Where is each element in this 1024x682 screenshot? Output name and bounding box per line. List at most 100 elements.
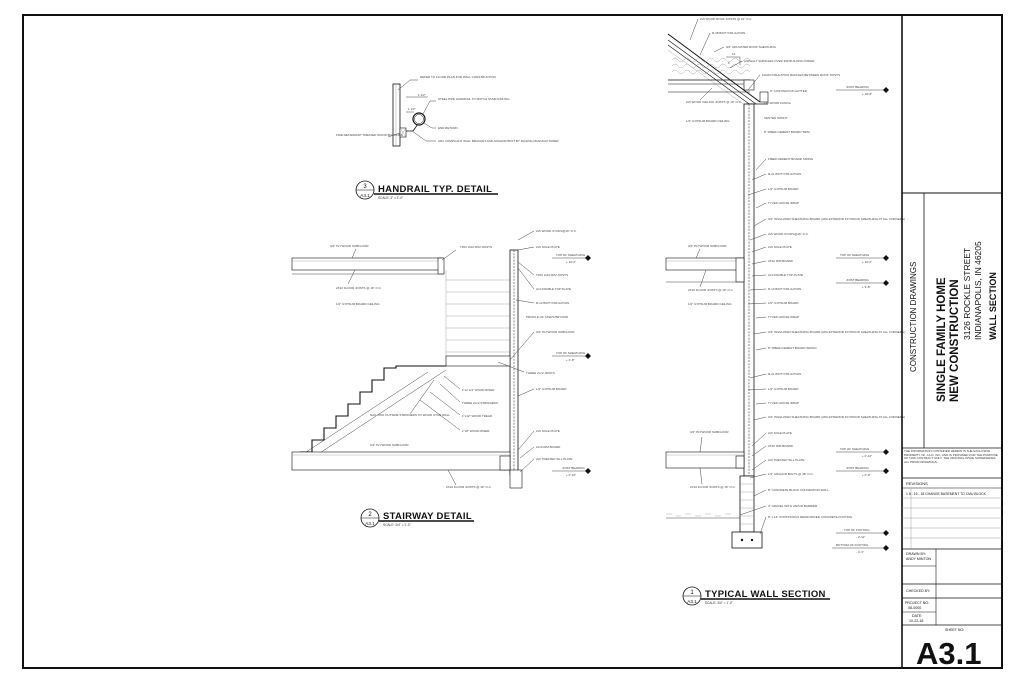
roof-note-5: FOAM INSULATION BAFFLES BETWEEN ROOF JOI…: [762, 73, 840, 77]
checked-by-label: CHECKED BY:: [906, 589, 930, 593]
ws-left-note-6: 3/4" PLYWOOD SUBFLOOR: [690, 430, 729, 434]
stairway-bubble-sheet: A3.1: [365, 521, 375, 526]
svg-text:JOIST BEARING: JOIST BEARING: [846, 466, 869, 470]
handrail-title-bubble: 3 A3.1: [355, 180, 375, 200]
ws-elev-tag-6: TOP OF FOOTING - 2'-11": [836, 528, 889, 539]
roof-note-3: 3/4" APA RATED ROOF SHEATHING: [726, 45, 777, 49]
sheet-no-label: SHEET NO:: [945, 628, 964, 632]
ws-elev-tag-3: JOIST BEARING + 9'-8": [836, 278, 889, 289]
upper-floor-assembly: [291, 257, 443, 271]
project-name-line1: SINGLE FAMILY HOME: [936, 277, 948, 402]
drawn-by-value: ANDY MINTON: [906, 557, 931, 561]
stair-right-note-10: 2x6 TREATED SILL PLATE: [536, 457, 572, 461]
project-address-2: INDIANAPOLIS, IN 46205: [973, 241, 983, 340]
stair-right-note-2: 2x6 SOLE PLATE: [536, 245, 560, 249]
wall-note-19: 2x6 SOLE PLATE: [768, 431, 792, 435]
stair-right-note-6: 3/4" PLYWOOD SUBFLOOR: [536, 330, 575, 334]
stairway-scale: SCALE: 3/4" = 1'-0": [383, 523, 411, 527]
roof-note-7: 1x6 WOOD FASCIA: [764, 101, 791, 105]
disclaimer-text: THE INFORMATION CONTAINED HEREIN IS THE …: [904, 450, 998, 464]
ws-left-note-1: 2x6 WOOD CEILING JOISTS @ 16" O.C.: [686, 100, 742, 104]
wall-note-4: TYVEK HOUSE WRAP: [768, 201, 799, 205]
roof-note-8: VENTED SOFFIT: [764, 116, 788, 120]
svg-text:+ 18'-8": + 18'-8": [862, 92, 872, 96]
title-block: CONSTRUCTION DRAWINGS SINGLE FAMILY HOME…: [901, 15, 1002, 671]
ws-elev-tag-2: TOP OF SHEATHING + 10'-0": [836, 253, 889, 264]
stair-left-note-1: 3/4" PLYWOOD SUBFLOOR: [330, 244, 369, 248]
stair-right-note-3: TWO 2x10 RIM JOISTS: [536, 273, 568, 277]
lower-floor-assembly: [291, 451, 511, 471]
svg-text:TOP OF FOOTING: TOP OF FOOTING: [844, 528, 870, 532]
svg-text:- 2'-11": - 2'-11": [856, 535, 865, 539]
date-value: 10-22-18: [909, 619, 923, 623]
pipe-handrail: [412, 112, 426, 126]
handrail-bubble-num: 3: [363, 184, 367, 190]
handrail-note-5: FIRE RETARDANT TREATED WOOD BLOCKING: [336, 133, 404, 137]
upper-floor-section: [665, 257, 745, 271]
wall-note-22: 1/2" ANCHOR BOLTS @ 48" O.C.: [768, 472, 814, 476]
svg-text:+ 4'-8": + 4'-8": [566, 358, 575, 362]
svg-text:TOP OF SHEATHING: TOP OF SHEATHING: [556, 351, 586, 355]
wall-section-bubble-num: 1: [690, 590, 694, 596]
wall-note-24: 4" GRAVEL WITH VAPOR BARRIER: [768, 504, 818, 508]
wall-note-1: FIBER-CEMENT BOARD SIDING: [768, 157, 814, 161]
profile-of-steps-beyond: [445, 270, 510, 358]
wall-note-6: 2x6 WOOD STUDS@16" O.C.: [768, 232, 809, 236]
wall-section-title-bubble: 1 A3.1: [682, 586, 702, 606]
svg-text:TOP OF SHEATHING: TOP OF SHEATHING: [556, 253, 586, 257]
svg-text:+ 10'-0": + 10'-0": [862, 260, 872, 264]
gravel-base: [666, 513, 731, 517]
handrail-detail: 1 1/2" 1 1/2" REFER TO FLOOR PLAN FOR WA…: [336, 75, 559, 200]
ws-elev-tag-4: TOP OF SHEATHING + 0'-10": [836, 447, 889, 458]
drawn-by-label: DRAWN BY:: [906, 552, 926, 556]
stairway-detail: 3/4" PLYWOOD SUBFLOOR 2X10 FLOOR JOISTS …: [291, 229, 591, 528]
wall-note-5: 3/4" INSULATED SHEATHING BOARD (APA EXTE…: [768, 217, 905, 221]
sheet-border: [22, 14, 1003, 669]
svg-text:- 4'-3": - 4'-3": [856, 550, 864, 554]
wall-section-detail: 12 6 2x6 WOOD ROOF JOISTS @ 16": [665, 17, 905, 606]
wall-note-2: R-21 BATT INSULATION: [768, 172, 801, 176]
roof-note-4: ASPHALT SHINGLES OVER 30# BUILDING PAPER: [744, 59, 815, 63]
stairway-title-bubble: 2 A3.1: [360, 508, 380, 528]
wall-note-23: 8" CONCRETE BLOCK FOUNDATION WALL: [768, 488, 829, 492]
ws-left-note-5: 1/2" GYPSUM BOARD CEILING: [688, 302, 732, 306]
project-name-line2: NEW CONSTRUCTION: [949, 279, 961, 402]
stair-center-note-5: THREE 2x12 STRINGERS: [462, 401, 498, 405]
wall-note-12: TYVEK HOUSE WRAP: [768, 315, 799, 319]
wall-note-7: 2x6 SOLE PLATE: [768, 245, 792, 249]
wall-note-3: 1/2" GYPSUM BOARD: [768, 187, 799, 191]
drawing-type-label: CONSTRUCTION DRAWINGS: [909, 262, 918, 372]
svg-text:BOTTOM OF FOOTING: BOTTOM OF FOOTING: [836, 543, 869, 547]
handrail-wall: [392, 83, 401, 147]
svg-text:+ 0'-10": + 0'-10": [862, 454, 872, 458]
date-label: DATE:: [912, 614, 922, 618]
stair-center-note-2: PROFILE OF STEPS BEYOND: [526, 315, 569, 319]
ws-left-note-7: 2X10 FLOOR JOISTS @ 16" O.C.: [690, 485, 736, 489]
handrail-note-1: REFER TO FLOOR PLAN FOR WALL CONSTRUCTIO…: [420, 75, 496, 79]
roof-note-1: 2x6 WOOD ROOF JOISTS @ 16" O.C.: [700, 17, 752, 21]
svg-text:+ 0'-0": + 0'-0": [862, 473, 871, 477]
stair-elev-tag-1: TOP OF SHEATHING + 10'-0": [552, 253, 591, 264]
roof-assembly: 12 6: [667, 33, 769, 107]
wall-note-10: R-13 BATT INSULATION: [768, 287, 801, 291]
stair-left-note-4: NAIL TWO OUTSIDE STRINGERS TO WOOD STUD …: [370, 413, 450, 417]
wall-note-18: 3/4" INSULATED SHEATHING BOARD (APA EXTE…: [768, 415, 905, 419]
sheet-title-label: WALL SECTION: [988, 272, 998, 340]
handrail-note-3: END RETURN: [438, 126, 458, 130]
stair-elev-tag-2: TOP OF SHEATHING + 4'-8": [552, 351, 591, 362]
handrail-dim-2: 1 1/2": [408, 107, 416, 111]
wall-note-20: 2X10 RIM BOARD: [768, 444, 794, 448]
stair-landing: [445, 355, 511, 367]
wall-section-scale: SCALE: 3/4" = 1'-0": [705, 601, 733, 605]
svg-text:JOIST BEARING: JOIST BEARING: [846, 278, 869, 282]
stair-left-note-3: 1/2" GYPSUM BOARD CEILING: [336, 302, 380, 306]
revisions-label: REVISIONS: [906, 481, 928, 486]
ws-elev-tag-1: JOIST BEARING + 18'-8": [836, 85, 889, 96]
stair-left-note-2: 2X10 FLOOR JOISTS @ 16" O.C.: [336, 286, 382, 290]
project-address-1: 3126 ROCKLE STREET: [962, 248, 972, 340]
handrail-note-2: STEEL PIPE HANDRAIL TO MATCH STAIR RAILI…: [438, 97, 510, 101]
stair-center-note-1: TWO 2x10 RIM JOISTS: [460, 245, 492, 249]
wall-section-bubble-sheet: A3.1: [687, 599, 697, 604]
handrail-title: HANDRAIL TYP. DETAIL: [378, 184, 492, 195]
